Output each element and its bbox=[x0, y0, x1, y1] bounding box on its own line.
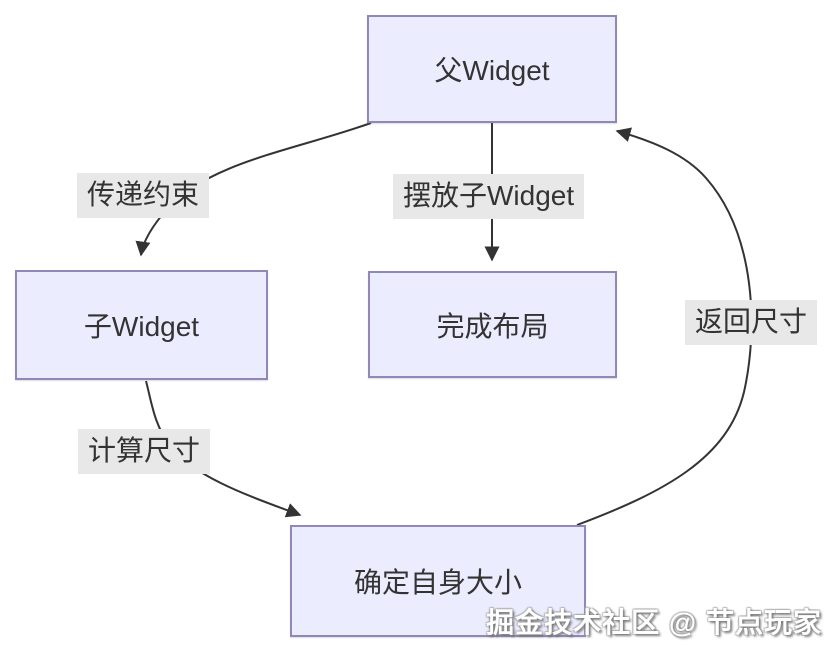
node-parent-widget: 父Widget bbox=[367, 15, 617, 123]
node-child-widget: 子Widget bbox=[15, 270, 268, 380]
node-complete-layout: 完成布局 bbox=[368, 271, 617, 378]
edge-label-place-child-widget: 摆放子Widget bbox=[393, 174, 585, 219]
watermark: 掘金技术社区 @ 节点玩家 bbox=[486, 607, 822, 638]
edge-label-return-size: 返回尺寸 bbox=[685, 300, 818, 345]
node-determine-own-size: 确定自身大小 bbox=[290, 525, 586, 637]
edge-label-calculate-size: 计算尺寸 bbox=[78, 429, 211, 474]
edge-label-pass-constraints: 传递约束 bbox=[77, 173, 210, 218]
